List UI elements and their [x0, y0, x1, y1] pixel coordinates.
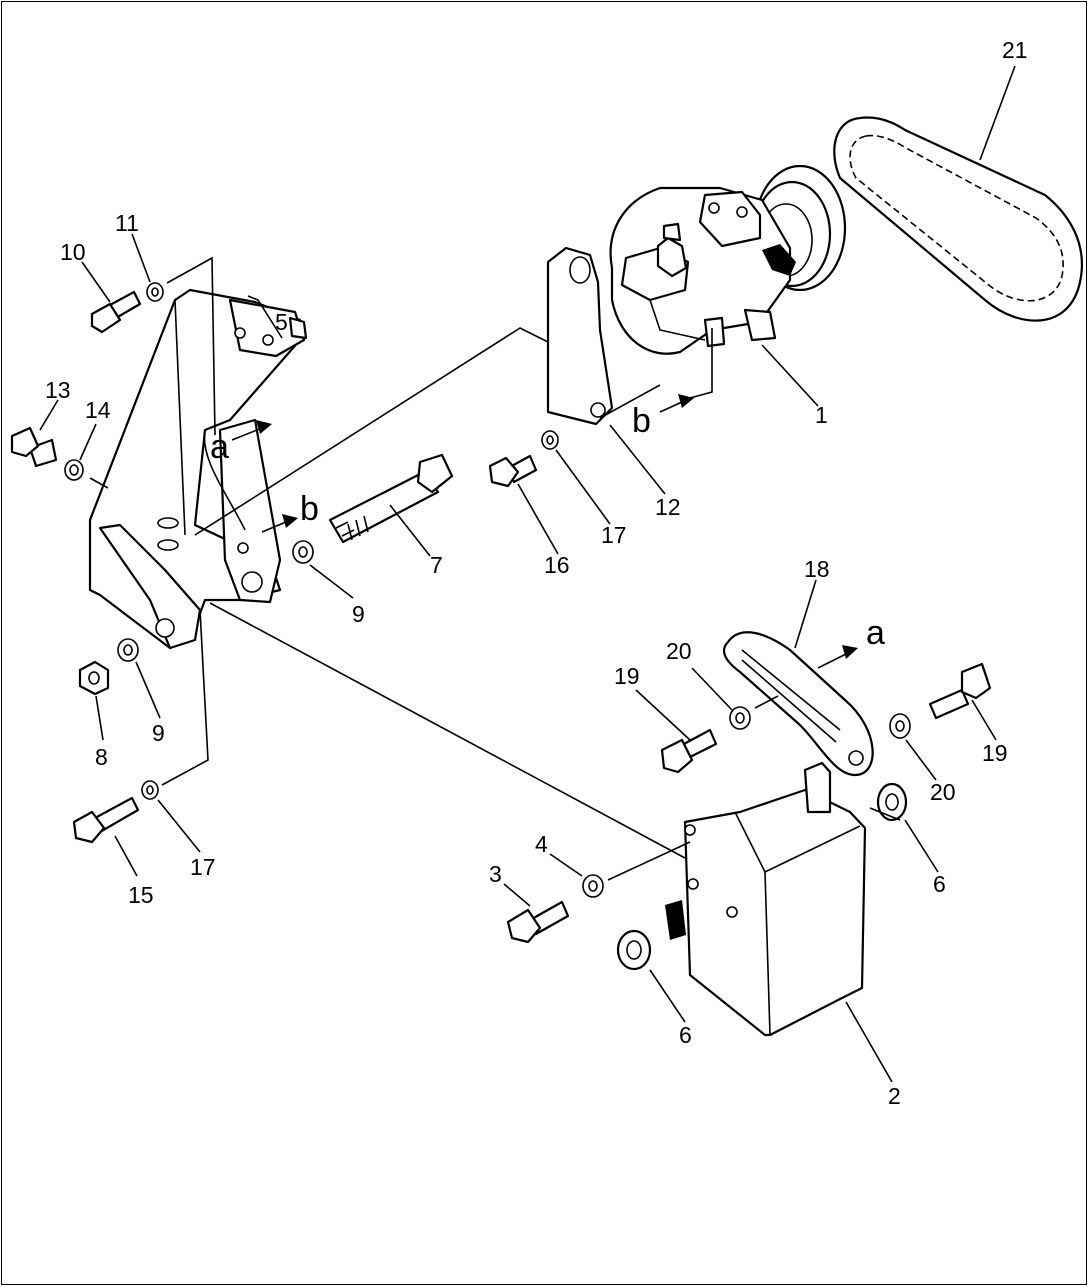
callout-6-left: 6 — [679, 1022, 692, 1048]
callout-3: 3 — [489, 861, 502, 887]
spacer-part-6-left — [616, 929, 652, 971]
callout-8: 8 — [95, 744, 108, 770]
bolt-part-10 — [90, 290, 142, 334]
callout-19-right: 19 — [982, 740, 1008, 766]
arrow-a-bracket — [231, 420, 272, 441]
bolt-part-15 — [72, 796, 140, 844]
adjust-bar-part-18 — [722, 631, 874, 777]
callout-6-right: 6 — [933, 871, 946, 897]
callout-12: 12 — [655, 494, 681, 520]
callout-7: 7 — [430, 552, 443, 578]
washer-part-9-top — [292, 540, 314, 564]
washer-part-17-right — [541, 430, 559, 450]
washer-part-9-left — [117, 638, 139, 662]
callout-5: 5 — [275, 309, 288, 335]
bolt-part-13 — [10, 426, 58, 468]
callout-21: 21 — [1002, 37, 1028, 63]
callout-17-right: 17 — [601, 522, 627, 548]
spacer-part-6-right — [876, 782, 908, 822]
compressor-part-1 — [609, 164, 847, 355]
main-bracket-part-5 — [88, 288, 308, 650]
callout-14: 14 — [85, 397, 111, 423]
callout-13: 13 — [45, 377, 71, 403]
callout-9-left: 9 — [152, 720, 165, 746]
belt-part-21 — [833, 116, 1083, 322]
housing-part-2 — [665, 761, 867, 1037]
washer-part-17-left — [141, 780, 159, 800]
callout-15: 15 — [128, 882, 154, 908]
bolt-part-7 — [328, 453, 454, 544]
bracket-part-12 — [546, 246, 614, 426]
callout-18: 18 — [804, 556, 830, 582]
marker-a-bracket: a — [210, 428, 229, 466]
callout-20-right: 20 — [930, 779, 956, 805]
arrow-a-bar — [817, 645, 858, 669]
washer-part-20-right — [889, 713, 911, 739]
callout-10: 10 — [60, 239, 86, 265]
nut-part-8 — [78, 660, 110, 696]
view-markers: a a b b — [210, 402, 885, 652]
callout-9-top: 9 — [352, 601, 365, 627]
callout-16: 16 — [544, 552, 570, 578]
assembly-lines — [89, 256, 901, 881]
bolt-part-19-left — [660, 728, 718, 774]
arrow-b-bracket — [261, 514, 298, 533]
callout-4: 4 — [535, 831, 548, 857]
marker-a-bar: a — [866, 614, 885, 652]
washer-part-14 — [64, 459, 84, 481]
callout-11: 11 — [115, 210, 139, 236]
washer-part-4 — [582, 874, 604, 898]
callout-20-left: 20 — [666, 638, 692, 664]
callout-17-left: 17 — [190, 854, 216, 880]
washer-part-20-left — [729, 706, 751, 730]
leader-lines — [39, 65, 1016, 1083]
bolt-part-3 — [506, 900, 570, 944]
callout-19-left: 19 — [614, 663, 640, 689]
callout-1: 1 — [815, 402, 828, 428]
washer-part-11 — [146, 282, 164, 302]
arrow-b-compressor — [659, 394, 694, 413]
marker-b-bracket: b — [300, 490, 319, 528]
bolt-part-19-right — [928, 662, 992, 720]
callout-2: 2 — [888, 1083, 901, 1109]
marker-b-compressor: b — [632, 402, 651, 440]
bolt-part-16 — [488, 454, 538, 488]
callout-numbers: 21 1 2 3 4 5 6 6 7 8 9 9 10 11 12 13 14 … — [45, 37, 1028, 1109]
